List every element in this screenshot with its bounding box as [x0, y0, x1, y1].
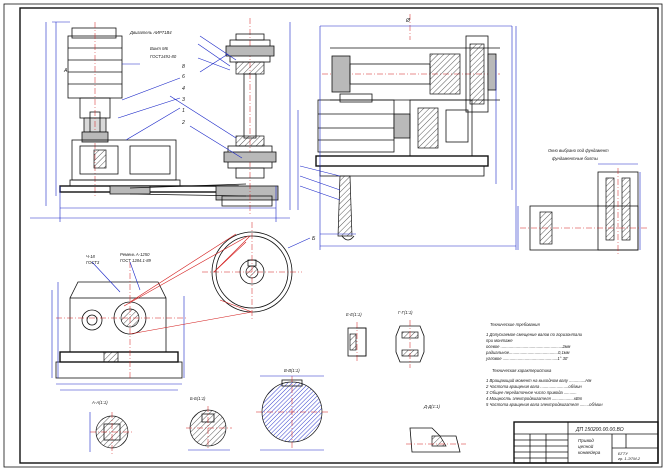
balloon-2: 2	[181, 120, 185, 126]
coupling	[81, 131, 109, 143]
side-view: Ø Окно выбрано под фундамент фундаментны…	[299, 14, 609, 250]
foundation-note-1: Окно выбрано под фундамент	[548, 148, 609, 153]
title-org-2: гр. 1-ЭТМ-2	[618, 456, 641, 461]
foundation-note-2: фундаментные болты	[552, 156, 598, 161]
section-e-e: Е-Е(1:1)	[346, 312, 367, 362]
spec-title: Техническая характеристика	[492, 368, 552, 373]
spec-line-1: 1 Вращающий момент на выходном валу ....…	[486, 378, 591, 383]
output-shaft	[223, 18, 277, 214]
section-d-label: Д-Д(1:1)	[423, 404, 441, 409]
section-d-d: Д-Д(1:1)	[406, 404, 466, 453]
diameter-label: Ø	[405, 18, 411, 24]
title-block: ДП 150200.00.00.ВО Привод цепной конвейе…	[513, 421, 659, 464]
leader-labels: Двигатель АИР71В4 Винт М6 ГОСТ1491-80 8 …	[63, 30, 185, 126]
title-org-1: БГТУ	[618, 451, 628, 456]
balloon-3: 3	[182, 97, 185, 103]
front-view: Двигатель АИР71В4 Винт М6 ГОСТ1491-80 8 …	[30, 18, 299, 222]
support-detail	[517, 163, 648, 256]
tech-line-3: осевое .................................…	[486, 344, 571, 349]
balloon-1: 1	[182, 108, 185, 114]
tech-line-4: радиальное..............................…	[485, 350, 570, 355]
section-v-v: В-В(1:1)	[256, 368, 328, 451]
side-motor	[317, 93, 411, 153]
screw-spec-label-1: Винт М6	[150, 46, 169, 51]
side-frame	[315, 155, 489, 241]
title-name-2: цепной	[578, 443, 594, 449]
pulleys-front	[109, 183, 279, 207]
spec-line-3: 3 Общее передаточное число привода .....…	[486, 390, 577, 395]
reducer-housing	[59, 139, 239, 193]
tech-requirements: Технические требования 1 Допускаемое сме…	[485, 322, 603, 407]
motor-spec-label: Двигатель АИР71В4	[129, 30, 172, 35]
title-code: ДП 150200.00.00.ВО	[575, 427, 624, 433]
section-b-b: Б-Б(1:1)	[186, 396, 232, 451]
pulley-note: Б	[312, 236, 316, 242]
spec-line-5: 5 Частота вращения вала электродвигателя…	[486, 402, 603, 407]
leaders-front	[117, 35, 243, 159]
tech-title: Технические требования	[490, 322, 540, 327]
view-label-a: А	[63, 68, 68, 74]
balloon-4: 4	[182, 86, 185, 92]
drawing-frame	[3, 3, 663, 468]
tech-line-5: угловое ................................…	[485, 356, 568, 361]
section-a-label: А-А(1:1)	[91, 400, 108, 405]
gear-spec-1: Ч-18	[86, 254, 96, 259]
balloon-8: 8	[182, 64, 185, 70]
spec-line-4: 4 Мощность электродвигателя ............…	[486, 396, 583, 401]
section-g-label: Г-Г(1:1)	[398, 310, 413, 315]
tech-line-1: 1 Допускаемое смещение валов по горизонт…	[486, 332, 583, 337]
reducer-end-view: Ч-18 ГОСТ3 Ремень А-1250 ГОСТ 1284.1-89	[51, 252, 186, 391]
driven-pulley-view: Б	[123, 222, 316, 335]
tech-line-2: при монтаже	[486, 338, 513, 343]
belt-spec-2: ГОСТ 1284.1-89	[120, 258, 152, 263]
section-e-label: Е-Е(1:1)	[346, 312, 362, 317]
side-reducer	[409, 99, 473, 157]
balloon-6: 6	[182, 74, 185, 80]
belt-spec-1: Ремень А-1250	[120, 252, 150, 257]
front-dimensions	[30, 21, 299, 222]
section-a-a: А-А(1:1)	[89, 400, 134, 454]
gear-spec-2: ГОСТ3	[86, 260, 100, 265]
section-b-label: Б-Б(1:1)	[190, 396, 206, 401]
spec-line-2: 2 Частота вращения вала ................…	[485, 384, 582, 389]
section-v-label: В-В(1:1)	[284, 368, 300, 373]
title-name-1: Привод	[578, 438, 594, 443]
side-dimensions	[299, 25, 517, 250]
title-name-3: конвейера	[578, 449, 601, 455]
section-g-g: Г-Г(1:1)	[395, 310, 425, 368]
motor	[67, 22, 123, 196]
screw-spec-label-2: ГОСТ1491-80	[150, 54, 177, 59]
